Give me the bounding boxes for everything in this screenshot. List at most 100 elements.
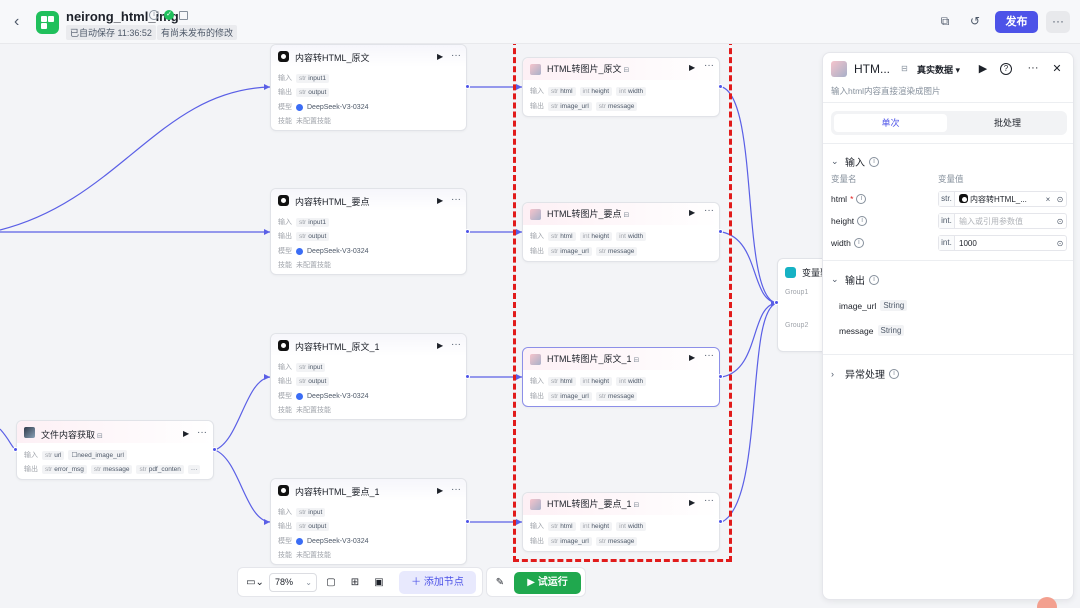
chevron-left-icon[interactable]: ‹ bbox=[14, 13, 20, 30]
chevron-down-icon: ⌄ bbox=[831, 156, 839, 166]
play-icon[interactable]: ▶ bbox=[437, 52, 444, 61]
more-icon[interactable]: ··· bbox=[451, 194, 461, 205]
edit-icon[interactable] bbox=[179, 10, 188, 20]
output-port[interactable] bbox=[718, 519, 723, 524]
output-port[interactable] bbox=[465, 229, 470, 234]
data-mode-select[interactable]: 真实数据 ▾ bbox=[917, 65, 961, 75]
height-field[interactable]: int. 输入或引用参数值 ⊙ bbox=[938, 213, 1067, 229]
llm-node-icon bbox=[278, 195, 289, 206]
file-plugin-icon bbox=[24, 427, 35, 438]
output-port[interactable] bbox=[718, 229, 723, 234]
column-header-name: 变量名 bbox=[831, 174, 857, 184]
info-icon[interactable]: i bbox=[857, 216, 868, 226]
target-icon[interactable]: ⊙ bbox=[1056, 238, 1064, 248]
play-icon[interactable]: ▶ bbox=[437, 341, 444, 350]
avatar[interactable] bbox=[1037, 597, 1057, 608]
play-icon[interactable]: ▶ bbox=[689, 63, 696, 72]
play-icon[interactable]: ▶ bbox=[689, 208, 696, 217]
node-title: HTML转图片_原文_1⊟ bbox=[547, 354, 640, 364]
more-button[interactable]: ··· bbox=[1046, 11, 1070, 33]
group1-label: Group1 bbox=[785, 289, 809, 296]
output-port[interactable] bbox=[718, 84, 723, 89]
html-image-plugin-icon bbox=[530, 209, 541, 220]
info-icon[interactable]: i bbox=[889, 368, 899, 379]
picture-in-picture-icon[interactable]: ▣ bbox=[374, 577, 384, 588]
trial-run-button[interactable]: ▶ 试运行 bbox=[514, 572, 581, 594]
more-icon[interactable]: ··· bbox=[704, 205, 714, 216]
plugin-badge-icon: ⊟ bbox=[623, 212, 630, 219]
html-image-plugin-icon bbox=[530, 64, 541, 75]
output-port[interactable] bbox=[465, 519, 470, 524]
history-icon[interactable]: ↺ bbox=[969, 14, 981, 28]
info-icon[interactable]: i bbox=[149, 10, 159, 20]
tab-single[interactable]: 单次 bbox=[834, 114, 947, 132]
autosave-status: 已自动保存 11:36:52 bbox=[66, 25, 156, 40]
add-node-button[interactable]: ＋ 添加节点 bbox=[399, 571, 476, 594]
more-icon[interactable]: ··· bbox=[1027, 62, 1039, 74]
more-icon[interactable]: ··· bbox=[704, 495, 714, 506]
copy-icon[interactable]: ⧉ bbox=[940, 14, 950, 28]
play-icon[interactable]: ▶ bbox=[978, 63, 988, 75]
input-port[interactable] bbox=[13, 447, 18, 452]
run-toolbar: ✎ ▶ 试运行 bbox=[486, 567, 586, 597]
info-icon[interactable]: i bbox=[869, 156, 879, 167]
panel-title: HTM... bbox=[854, 62, 890, 76]
plugin-badge-icon: ⊟ bbox=[901, 64, 908, 73]
output-port[interactable] bbox=[212, 447, 217, 452]
play-icon[interactable]: ▶ bbox=[689, 498, 696, 507]
node-title: 内容转HTML_要点 bbox=[295, 197, 370, 207]
more-icon[interactable]: ··· bbox=[451, 50, 461, 61]
play-icon[interactable]: ▶ bbox=[437, 486, 444, 495]
target-icon[interactable]: ⊙ bbox=[1056, 194, 1064, 204]
debug-icon[interactable]: ✎ bbox=[495, 577, 505, 588]
input-port[interactable] bbox=[774, 300, 779, 305]
help-icon[interactable]: ? bbox=[1000, 63, 1012, 75]
minimap-icon[interactable]: ▭⌄ bbox=[246, 577, 264, 588]
info-icon[interactable]: i bbox=[869, 274, 879, 285]
html-field[interactable]: str. 内容转HTML_... × ⊙ bbox=[938, 191, 1067, 207]
close-icon[interactable]: ✕ bbox=[1052, 63, 1062, 75]
node-config-panel: HTM... ⊟ 真实数据 ▾ ▶ ? ··· ✕ 输入html内容直接渲染成图… bbox=[822, 52, 1074, 600]
plugin-badge-icon: ⊟ bbox=[633, 502, 640, 509]
check-icon: ✓ bbox=[164, 10, 174, 20]
html-image-plugin-icon bbox=[530, 499, 541, 510]
node-title: 文件内容获取⊟ bbox=[41, 430, 103, 440]
more-icon[interactable]: ··· bbox=[704, 350, 714, 361]
output-port[interactable] bbox=[465, 84, 470, 89]
info-icon[interactable]: i bbox=[853, 238, 864, 248]
grid-layout-icon[interactable]: ⊞ bbox=[350, 577, 360, 588]
chevron-right-icon: › bbox=[831, 368, 834, 379]
width-field[interactable]: int. 1000 ⊙ bbox=[938, 235, 1067, 251]
comment-icon[interactable]: ▢ bbox=[326, 577, 336, 588]
play-icon[interactable]: ▶ bbox=[689, 353, 696, 362]
publish-button[interactable]: 发布 bbox=[995, 11, 1038, 33]
play-icon[interactable]: ▶ bbox=[437, 196, 444, 205]
info-icon[interactable]: i bbox=[856, 194, 867, 204]
output-port[interactable] bbox=[465, 374, 470, 379]
more-icon[interactable]: ··· bbox=[451, 339, 461, 350]
more-icon[interactable]: ··· bbox=[197, 427, 207, 438]
close-icon[interactable]: × bbox=[1045, 194, 1051, 204]
node-title: HTML转图片_要点_1⊟ bbox=[547, 499, 640, 509]
more-icon[interactable]: ··· bbox=[704, 60, 714, 71]
zoom-select[interactable]: 78%⌄ bbox=[269, 573, 317, 592]
chevron-down-icon: ⌄ bbox=[305, 578, 312, 587]
more-icon[interactable]: ··· bbox=[451, 484, 461, 495]
output-port[interactable] bbox=[718, 374, 723, 379]
target-icon[interactable]: ⊙ bbox=[1056, 216, 1064, 226]
tab-batch[interactable]: 批处理 bbox=[993, 118, 1021, 128]
play-icon[interactable]: ▶ bbox=[183, 429, 190, 438]
more-tags-icon[interactable]: ··· bbox=[187, 464, 201, 474]
